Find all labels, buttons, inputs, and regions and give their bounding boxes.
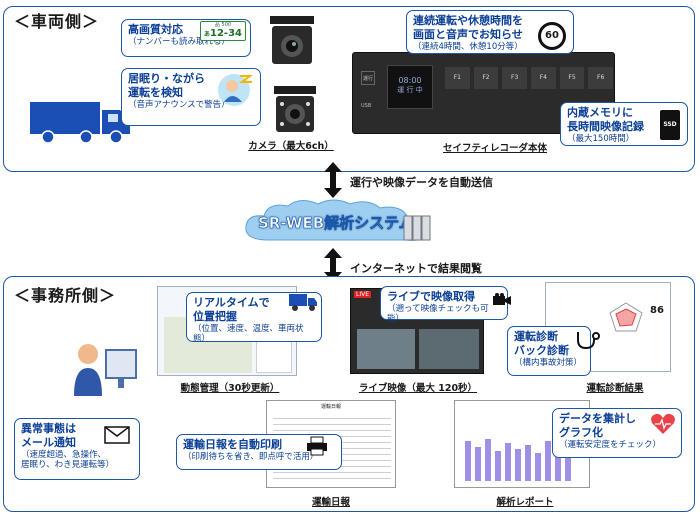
callout-realtime-sub: （位置、速度、温度、車両状態）: [193, 323, 304, 345]
live-view-right: [419, 329, 479, 369]
callout-alert-main1: 異常事態は: [21, 422, 76, 435]
recorder-f2[interactable]: F2: [473, 67, 499, 89]
callout-mem-main1: 内蔵メモリに: [567, 106, 633, 119]
callout-live-sub: （遡って映像チェックも可能）: [387, 303, 489, 325]
daily-report-doc-title: 運輸日報: [320, 404, 341, 410]
callout-realtime-main2: 位置把握: [193, 309, 237, 323]
camera-caption: カメラ（最大6ch）: [248, 141, 334, 152]
recorder-display-mid: 運 行 中: [397, 86, 423, 94]
caption-tracking: 動態管理（30秒更新）: [180, 383, 280, 394]
ssd-icon: SSD: [660, 110, 680, 140]
callout-daily-sub: （印刷待ちを省き、即点呼で活用）: [183, 451, 319, 462]
live-tag: LIVE: [354, 291, 372, 298]
recorder-display: 08:00 運 行 中: [387, 65, 433, 109]
callout-alert-main2: メール通知: [21, 435, 76, 449]
recorder-caption: セイフティレコーダ本体: [443, 143, 547, 154]
recorder-f1[interactable]: F1: [445, 67, 470, 89]
upload-arrow-icon: [324, 162, 342, 198]
server-icon: [403, 215, 431, 241]
plate-number: あ12-34: [201, 28, 245, 40]
callout-realtime-main1: リアルタイムで: [193, 296, 270, 309]
truck-icon: [30, 102, 130, 144]
stethoscope-icon: [577, 332, 600, 350]
callout-diag-main2: バック診断: [514, 343, 569, 357]
recorder-f5[interactable]: F5: [559, 67, 585, 89]
timer-icon: 60: [538, 22, 566, 50]
system-name: SR-WEB解析システム: [258, 214, 414, 233]
drowsy-driver-icon: [218, 74, 253, 106]
callout-doze-main2: 運転を検知: [128, 85, 183, 99]
callout-daily-main: 運輸日報を自動印刷: [183, 438, 282, 451]
callout-mem-main2: 長時間映像記録: [567, 119, 644, 133]
callout-cont-main2: 画面と音声でお知らせ: [413, 27, 523, 41]
recorder-f3[interactable]: F3: [502, 67, 528, 89]
printer-icon: [307, 436, 327, 456]
caption-diagnosis-result: 運転診断結果: [586, 383, 644, 394]
live-view-left: [357, 329, 415, 369]
vehicle-side-title: ＜車両側＞: [14, 12, 100, 31]
callout-doze-sub: （音声アナウンスで警告）: [128, 99, 230, 110]
recorder-usb[interactable]: USB: [361, 103, 372, 109]
callout-agg-main1: データを集計し: [559, 412, 636, 425]
timer-icon-text: 60: [545, 30, 559, 41]
recorder-f-buttons: F1 F2 F3 F4 F5 F6: [445, 67, 614, 89]
mail-icon: [104, 426, 130, 444]
callout-diag-sub: （構内事故対策）: [514, 357, 583, 368]
office-worker-icon: [74, 344, 137, 396]
upload-text: 運行や映像データを自動送信: [350, 176, 493, 189]
callout-cont-main1: 連続運転や休憩時間を: [413, 14, 523, 27]
video-camera-icon: [493, 293, 511, 305]
callout-high-quality-main: 高画質対応: [128, 23, 183, 36]
plate-kana: あ: [204, 31, 211, 38]
callout-realtime: リアルタイムで 位置把握 （位置、速度、温度、車両状態）: [186, 292, 322, 345]
internet-text: インターネットで結果閲覧: [350, 262, 482, 275]
caption-live-video: ライブ映像（最大 120秒）: [358, 383, 478, 394]
callout-mem-sub: （最大150時間）: [567, 133, 635, 144]
recorder-display-top: 08:00: [398, 76, 422, 85]
plate-num: 12-34: [210, 28, 242, 39]
camera-front-image: [270, 16, 314, 64]
ssd-icon-text: SSD: [663, 121, 677, 128]
license-plate: 品 500 あ12-34: [200, 21, 246, 41]
callout-doze-main1: 居眠り・ながら: [128, 72, 205, 85]
analysis-bar-chart: [465, 439, 571, 481]
recorder-f6[interactable]: F6: [588, 67, 614, 89]
callout-diag-main1: 運転診断: [514, 330, 558, 343]
recorder-power-button[interactable]: 運行: [361, 71, 375, 85]
callout-daily-report: 運輸日報を自動印刷 （印刷待ちを省き、即点呼で活用）: [176, 434, 342, 470]
plate-top: 品 500: [214, 22, 232, 28]
radar-chart-icon: [609, 302, 643, 332]
caption-daily-report: 運輸日報: [311, 497, 350, 508]
recorder-f4[interactable]: F4: [531, 67, 556, 89]
callout-agg-sub: （運転安定度をチェック）: [559, 439, 662, 450]
callout-alert-sub2: 居眠り、わき見運転等）: [21, 460, 115, 471]
camera-interior-image: [274, 86, 316, 132]
office-side-title: ＜事務所側＞: [14, 286, 117, 305]
callout-high-quality-sub: （ナンバーも読み取れる）: [128, 36, 231, 47]
caption-analysis-report: 解析レポート: [496, 497, 554, 508]
callout-live: ライブで映像取得 （遡って映像チェックも可能）: [380, 286, 508, 324]
internet-arrow-icon: [324, 248, 342, 282]
callout-cont-sub: （連続4時間、休憩10分等）: [413, 41, 523, 52]
callout-alert-sub1: （速度超過、急操作、: [21, 449, 107, 460]
callout-live-main: ライブで映像取得: [387, 290, 475, 303]
diagnosis-score: 86: [650, 305, 664, 316]
tracking-truck-icon: [289, 294, 317, 311]
callout-agg-main2: グラフ化: [559, 425, 603, 439]
heart-icon: [651, 413, 675, 434]
